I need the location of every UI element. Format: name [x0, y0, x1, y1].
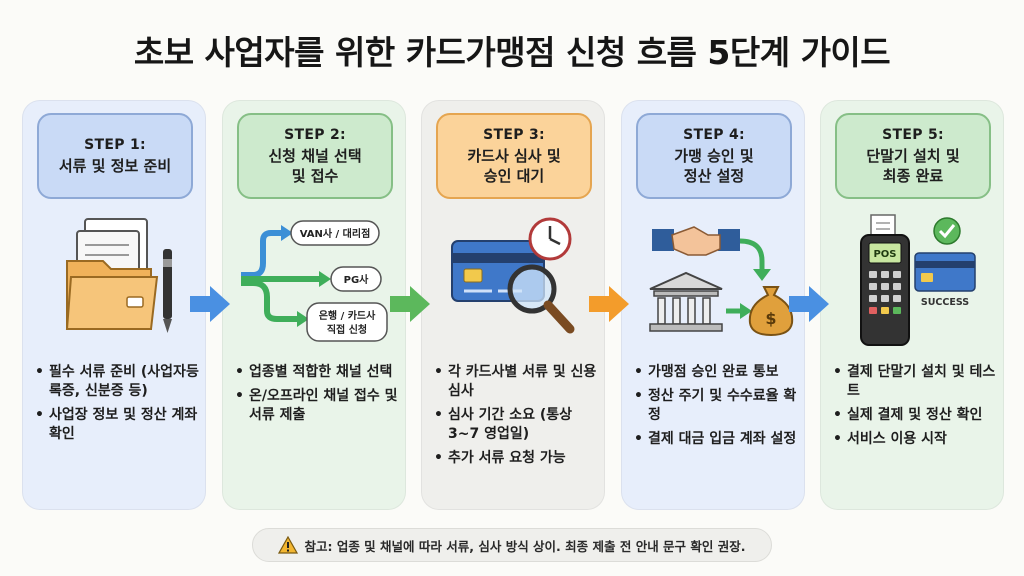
channel-van-label: VAN사 / 대리점: [300, 227, 371, 240]
credit-card-review-icon: [451, 217, 575, 334]
money-bag-icon: $: [748, 286, 794, 337]
list-item: 각 카드사별 서류 및 신용 심사: [434, 363, 600, 401]
step-card-5: STEP 5: 단말기 설치 및 최종 완료 POS SUCCESS 결제 단말…: [820, 100, 1004, 510]
list-item: 심사 기간 소요 (통상 3~7 영업일): [434, 406, 600, 444]
step-4-title-line-2: 정산 설정: [683, 166, 745, 185]
step-4-header: STEP 4: 가맹 승인 및 정산 설정: [636, 113, 792, 199]
step-3-bullets: 각 카드사별 서류 및 신용 심사 심사 기간 소요 (통상 3~7 영업일) …: [434, 363, 600, 473]
step-card-1: STEP 1: 서류 및 정보 준비 필수 서류 준비 (사업자등록증, 신분증…: [22, 100, 206, 510]
page-title: 초보 사업자를 위한 카드가맹점 신청 흐름 5단계 가이드: [133, 33, 891, 72]
step-2-title-line-1: 신청 채널 선택: [268, 146, 362, 165]
step-card-4: STEP 4: 가맹 승인 및 정산 설정 $ 가맹점 승인 완료 통보 정산: [621, 100, 805, 510]
list-item: 가맹점 승인 완료 통보: [634, 363, 800, 382]
step-2-header: STEP 2: 신청 채널 선택 및 접수: [237, 113, 393, 199]
step-3-label: STEP 3:: [483, 126, 545, 143]
channel-direct-label: 직접 신청: [327, 323, 367, 336]
folder-documents-icon: [65, 218, 172, 333]
bank-icon: [649, 271, 723, 332]
success-label: SUCCESS: [921, 297, 969, 308]
step-5-bullets: 결제 단말기 설치 및 테스트 실제 결제 및 정산 확인 서비스 이용 시작: [833, 363, 999, 454]
list-item: 추가 서류 요청 가능: [434, 449, 600, 468]
step-2-title-line-2: 및 접수: [291, 166, 339, 185]
channel-branch-diagram: VAN사 / 대리점 PG사 은행 / 카드사 직접 신청: [241, 220, 388, 342]
step-4-title-line-1: 가맹 승인 및: [674, 146, 754, 165]
step-5-label: STEP 5:: [882, 126, 944, 143]
flow-arrow-3: [589, 286, 629, 322]
list-item: 정산 주기 및 수수료율 확정: [634, 387, 800, 425]
flow-arrow-2: [390, 286, 430, 322]
step-1-label: STEP 1:: [84, 136, 146, 153]
svg-text:$: $: [765, 309, 776, 328]
list-item: 사업장 정보 및 정산 계좌 확인: [35, 406, 201, 444]
list-item: 서비스 이용 시작: [833, 430, 999, 449]
step-5-header: STEP 5: 단말기 설치 및 최종 완료: [835, 113, 991, 199]
list-item: 결제 대금 입금 계좌 설정: [634, 430, 800, 449]
flow-arrow-1: [190, 286, 230, 322]
warning-icon: [278, 536, 299, 554]
pos-terminal-icon: POS SUCCESS: [860, 214, 976, 346]
step-1-header: STEP 1: 서류 및 정보 준비: [37, 113, 193, 199]
step-3-title-line-2: 승인 대기: [483, 166, 545, 185]
footer-note: 참고: 업종 및 채널에 따라 서류, 심사 방식 상이. 최종 제출 전 안내…: [252, 528, 772, 562]
pos-screen-label: POS: [873, 249, 896, 260]
list-item: 결제 단말기 설치 및 테스트: [833, 363, 999, 401]
step-card-3: STEP 3: 카드사 심사 및 승인 대기 각 카드사별 서류 및 신용 심사…: [421, 100, 605, 510]
flow-arrow-4: [789, 286, 829, 322]
step-5-title-line-2: 최종 완료: [882, 166, 944, 185]
step-1-title: 서류 및 정보 준비: [58, 156, 172, 175]
step-3-header: STEP 3: 카드사 심사 및 승인 대기: [436, 113, 592, 199]
approval-settlement-icon: $: [649, 226, 794, 337]
step-5-title-line-1: 단말기 설치 및: [866, 146, 960, 165]
step-4-bullets: 가맹점 승인 완료 통보 정산 주기 및 수수료율 확정 결제 대금 입금 계좌…: [634, 363, 800, 454]
step-1-bullets: 필수 서류 준비 (사업자등록증, 신분증 등) 사업장 정보 및 정산 계좌 …: [35, 363, 201, 449]
channel-pg-label: PG사: [344, 273, 370, 286]
step-2-label: STEP 2:: [284, 126, 346, 143]
handshake-icon: [652, 226, 740, 256]
step-4-label: STEP 4:: [683, 126, 745, 143]
list-item: 업종별 적합한 채널 선택: [235, 363, 401, 382]
channel-bank-label: 은행 / 카드사: [319, 309, 376, 322]
footer-note-text: 참고: 업종 및 채널에 따라 서류, 심사 방식 상이. 최종 제출 전 안내…: [304, 538, 746, 554]
list-item: 온/오프라인 채널 접수 및 서류 제출: [235, 387, 401, 425]
step-card-2: STEP 2: 신청 채널 선택 및 접수 VAN사 / 대리점 PG사 은행 …: [222, 100, 406, 510]
list-item: 실제 결제 및 정산 확인: [833, 406, 999, 425]
step-3-title-line-1: 카드사 심사 및: [467, 146, 561, 165]
step-2-bullets: 업종별 적합한 채널 선택 온/오프라인 채널 접수 및 서류 제출: [235, 363, 401, 430]
list-item: 필수 서류 준비 (사업자등록증, 신분증 등): [35, 363, 201, 401]
